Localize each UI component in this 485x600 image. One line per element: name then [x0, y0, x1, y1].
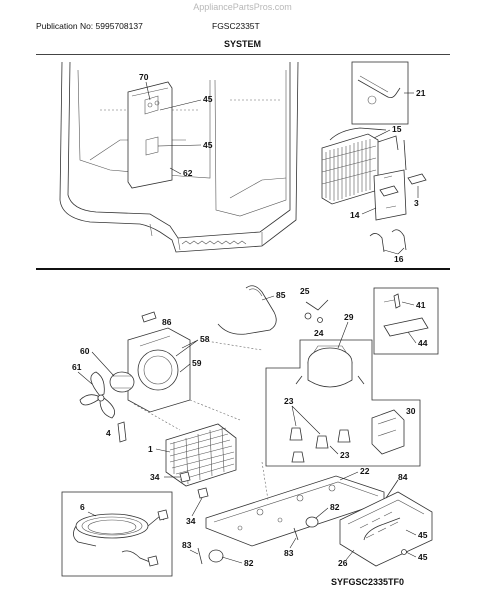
evaporator-cover-panel: [127, 81, 173, 189]
callout-82-left: 82: [244, 558, 254, 568]
rollers-and-screws: [197, 516, 319, 565]
callout-1: 1: [148, 444, 153, 454]
callout-34-lower: 34: [186, 516, 196, 526]
callout-61: 61: [72, 362, 82, 372]
callout-4: 4: [106, 428, 111, 438]
callout-23-left: 23: [284, 396, 294, 406]
inset-box-21: [351, 61, 409, 125]
mounting-bracket: [117, 421, 127, 443]
callout-29: 29: [344, 312, 354, 322]
callout-26: 26: [338, 558, 348, 568]
section-title: SYSTEM: [223, 39, 261, 49]
callout-15: 15: [392, 124, 402, 134]
callout-70: 70: [139, 72, 149, 82]
callout-58: 58: [200, 334, 210, 344]
callout-45-upper: 45: [203, 94, 213, 104]
callout-41: 41: [416, 300, 426, 310]
callout-3: 3: [414, 198, 419, 208]
callout-59: 59: [192, 358, 202, 368]
fan-shroud: [127, 327, 191, 413]
compressor: [295, 345, 365, 388]
callout-60: 60: [80, 346, 90, 356]
inset-box-41-44: [373, 287, 439, 355]
condenser-fan-motor: [109, 371, 135, 393]
callout-6: 6: [80, 502, 85, 512]
tube-fittings: [304, 299, 329, 323]
drain-pan: [339, 491, 433, 567]
callout-45-pan-upper: 45: [418, 530, 428, 540]
power-cord-inset-box: [61, 491, 173, 577]
callout-83-left: 83: [182, 540, 192, 550]
diagram-id: SYFGSC2335TF0: [331, 577, 405, 587]
callout-45-pan-lower: 45: [418, 552, 428, 562]
callout-62: 62: [183, 168, 193, 178]
callout-14: 14: [350, 210, 360, 220]
compressor-inset-box: [265, 339, 421, 467]
callout-16: 16: [394, 254, 404, 264]
header-divider: [36, 54, 450, 55]
heater-plate: [373, 139, 407, 221]
publication-number: Publication No: 5995708137: [36, 21, 143, 31]
callout-45-lower: 45: [203, 140, 213, 150]
callout-44: 44: [418, 338, 428, 348]
callout-22: 22: [360, 466, 370, 476]
clip-parts: [379, 173, 427, 197]
condenser-grommets: [179, 471, 209, 499]
fan-bracket-screw: [141, 311, 157, 323]
callout-85: 85: [276, 290, 286, 300]
callout-21: 21: [416, 88, 426, 98]
callout-23-right: 23: [340, 450, 350, 460]
drain-tube: [385, 479, 399, 499]
model-number: FGSC2335T: [212, 21, 260, 31]
callout-30: 30: [406, 406, 416, 416]
condenser-tube: [217, 285, 277, 335]
section-divider: [36, 268, 450, 270]
relay-overload-assembly: [371, 409, 405, 455]
drain-tube-parts: [369, 229, 407, 253]
callout-83-right: 83: [284, 548, 294, 558]
callout-34-upper: 34: [150, 472, 160, 482]
callout-82-right: 82: [330, 502, 340, 512]
cabinet-liner: [59, 61, 299, 253]
condenser-coil: [165, 423, 237, 487]
watermark-text: AppliancePartsPros.com: [193, 2, 292, 12]
callout-84: 84: [398, 472, 408, 482]
callout-24: 24: [314, 328, 324, 338]
callout-86: 86: [162, 317, 172, 327]
condenser-fan-blade: [79, 371, 116, 419]
callout-25: 25: [300, 286, 310, 296]
compressor-grommets: [289, 427, 351, 463]
